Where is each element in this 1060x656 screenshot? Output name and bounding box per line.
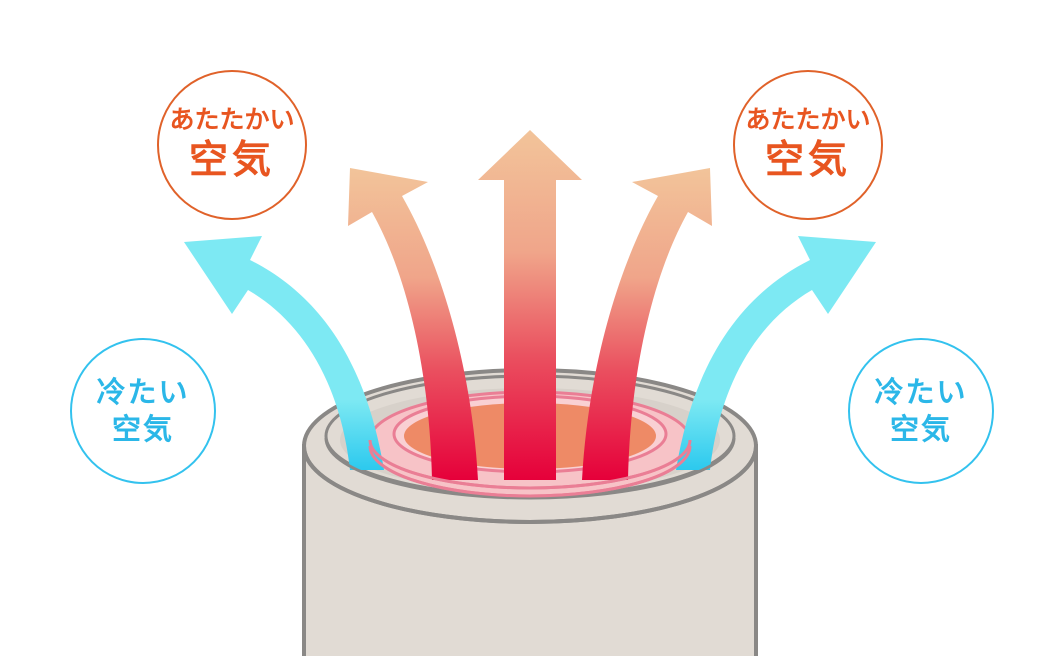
cool-air-label-line1: 冷たい bbox=[96, 374, 190, 409]
warm-air-label-line2: 空気 bbox=[764, 137, 851, 183]
cool-air-label-line2: 空気 bbox=[111, 412, 174, 446]
cool-air-arrow-icon bbox=[676, 236, 876, 470]
cool-air-label-line2: 空気 bbox=[889, 412, 952, 446]
warm-air-label-line2: 空気 bbox=[188, 137, 275, 183]
warm-air-badge: あたたかい 空気 bbox=[733, 70, 883, 220]
cool-air-arrow-icon bbox=[184, 236, 384, 470]
warm-air-label-line1: あたたかい bbox=[745, 105, 871, 135]
cool-air-badge: 冷たい 空気 bbox=[848, 338, 994, 484]
cool-air-badge: 冷たい 空気 bbox=[70, 338, 216, 484]
cool-air-label-line1: 冷たい bbox=[874, 374, 968, 409]
warm-air-label-line1: あたたかい bbox=[169, 105, 295, 135]
warm-air-badge: あたたかい 空気 bbox=[157, 70, 307, 220]
warm-air-arrow-icon bbox=[582, 168, 712, 480]
warm-air-arrow-icon bbox=[348, 168, 478, 480]
warm-air-arrow-icon bbox=[478, 130, 582, 480]
